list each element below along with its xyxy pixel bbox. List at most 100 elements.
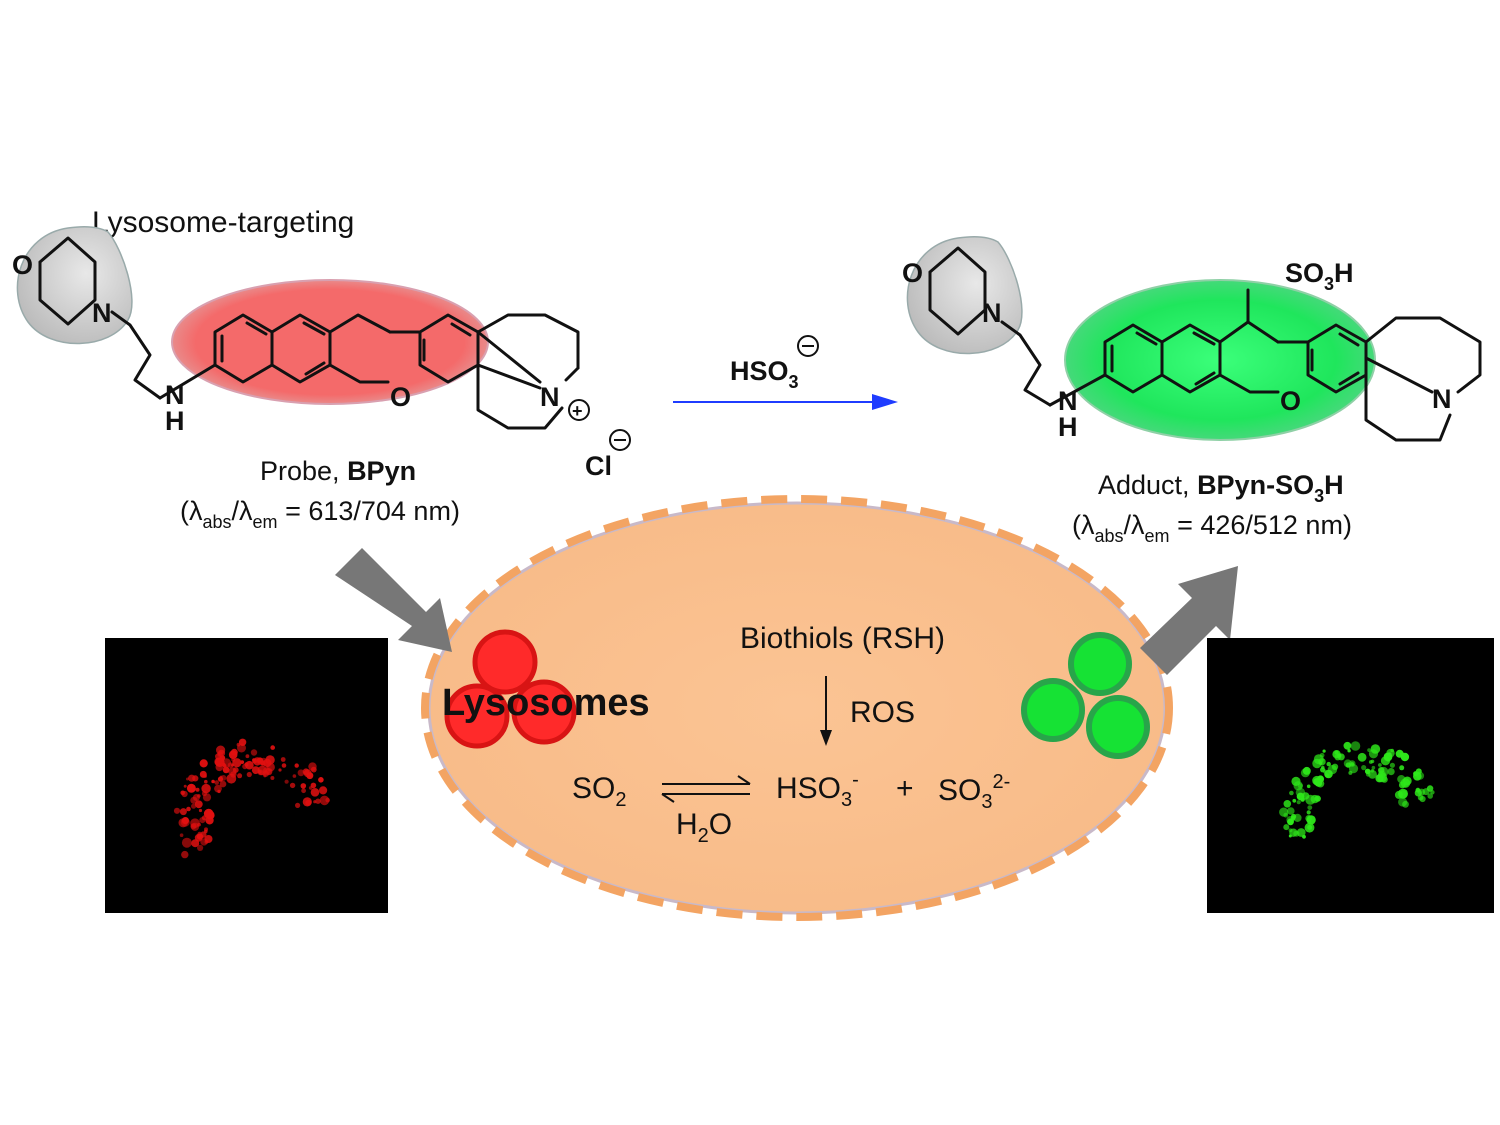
fluorescence-speck bbox=[1302, 766, 1311, 775]
cell-body bbox=[429, 503, 1165, 913]
fluorescence-speck bbox=[204, 840, 209, 844]
fluorescence-speck bbox=[310, 782, 317, 789]
green-lysosomes bbox=[1021, 632, 1150, 759]
fluorescence-speck bbox=[1313, 754, 1324, 765]
svg-text:Probe, BPyn: Probe, BPyn bbox=[260, 456, 416, 486]
bisulfite-label: HSO3- bbox=[776, 769, 859, 811]
fluorescence-speck bbox=[1320, 767, 1326, 773]
fluorescence-speck bbox=[1387, 768, 1395, 776]
fluorescence-speck bbox=[1316, 779, 1325, 788]
equilibrium-arrows-icon bbox=[661, 775, 751, 803]
fluorescence-speck bbox=[1364, 768, 1371, 775]
fluorescence-speck bbox=[1322, 749, 1326, 753]
fluorescence-speck bbox=[310, 766, 317, 773]
fluorescence-speck bbox=[1293, 813, 1302, 823]
probe-ring-system bbox=[213, 313, 580, 430]
fluorescence-speck bbox=[236, 742, 241, 747]
fluorescence-speck bbox=[266, 762, 275, 772]
ros-label: ROS bbox=[850, 696, 915, 729]
fluorescence-speck bbox=[1296, 800, 1301, 805]
fluorescence-speck bbox=[227, 762, 234, 768]
fluorescence-speck bbox=[217, 751, 224, 758]
fluorescence-speck bbox=[222, 762, 226, 767]
adduct-atom-o-ring: O bbox=[1280, 386, 1301, 416]
fluorescence-speck bbox=[1347, 749, 1351, 753]
adduct-wavelengths: (λabs/λem = 426/512 nm) bbox=[1072, 510, 1352, 546]
arrow-into-cell-icon bbox=[335, 548, 452, 652]
fluorescence-speck bbox=[295, 802, 301, 809]
h2o-label: H2O bbox=[676, 808, 732, 847]
fluorescence-speck bbox=[1283, 800, 1292, 808]
probe-atom-n-ring: N bbox=[540, 382, 560, 412]
biothiols-label: Biothiols (RSH) bbox=[740, 622, 945, 655]
fluorescence-speck bbox=[1426, 785, 1434, 792]
fluorescence-speck bbox=[183, 784, 187, 788]
fluorescence-speck bbox=[1305, 815, 1313, 822]
fluorescence-speck bbox=[1357, 752, 1367, 762]
fluorescence-speck bbox=[214, 757, 223, 766]
fluorescence-speck bbox=[192, 775, 199, 782]
fluorescence-speck bbox=[205, 816, 214, 825]
fluorescence-speck bbox=[190, 822, 200, 832]
green-fluorescence-image bbox=[1207, 638, 1494, 913]
fluorescence-speck bbox=[1288, 834, 1292, 838]
cell: Lysosomes Biothiols (RSH) ROS SO2 H2O HS… bbox=[335, 495, 1238, 921]
fluorescence-speck bbox=[1292, 798, 1297, 803]
fluorescence-speck bbox=[1306, 784, 1311, 789]
arrow-out-of-cell-icon bbox=[1140, 566, 1238, 675]
fluorescence-speck bbox=[180, 790, 185, 796]
fluorescence-speck bbox=[245, 760, 254, 770]
fluorescence-speck bbox=[219, 780, 227, 788]
probe-wavelengths: (λabs/λem = 613/704 nm) bbox=[180, 496, 460, 532]
fluorescence-speck bbox=[217, 776, 224, 782]
fluorescence-speck bbox=[1371, 765, 1376, 770]
fluorescence-speck bbox=[1413, 772, 1422, 781]
fluorescence-speck bbox=[204, 829, 208, 834]
probe-atom-o-ring: O bbox=[390, 382, 411, 412]
fluorescence-speck bbox=[186, 783, 196, 793]
fluorescence-speck bbox=[1367, 748, 1371, 752]
fluorescence-speck bbox=[181, 837, 192, 848]
fluorescence-speck bbox=[204, 779, 208, 784]
fluorescence-speck bbox=[325, 797, 331, 803]
fluorescence-speck bbox=[214, 780, 219, 785]
adduct-atom-h-amine: H bbox=[1058, 412, 1078, 442]
fluorescence-speck bbox=[246, 771, 252, 778]
fluorescence-speck bbox=[191, 803, 197, 809]
adduct-name: Adduct, BPyn-SO3H bbox=[1098, 470, 1344, 506]
fluorescence-speck bbox=[294, 763, 299, 768]
fluorescence-speck bbox=[186, 777, 189, 781]
fluorescence-speck bbox=[1368, 749, 1379, 759]
fluorescence-speck bbox=[303, 769, 312, 778]
fluorescence-speck bbox=[1378, 767, 1385, 774]
reagent-charge-icon bbox=[797, 335, 819, 357]
fluorescence-speck bbox=[315, 798, 321, 804]
fluorescence-speck bbox=[1293, 781, 1303, 791]
fluorescence-speck bbox=[1332, 750, 1341, 759]
fluorescence-speck bbox=[179, 833, 184, 837]
fluorescence-speck bbox=[300, 783, 307, 789]
fluorescence-speck bbox=[200, 831, 207, 838]
fluorescence-speck bbox=[1348, 764, 1359, 774]
probe-structure: Lysosome-targeting bbox=[12, 206, 631, 532]
fluorescence-speck bbox=[1403, 782, 1409, 787]
fluorescence-speck bbox=[1300, 797, 1305, 802]
probe-charge-plus: + bbox=[572, 401, 583, 421]
fluorescence-speck bbox=[1307, 824, 1313, 830]
fluorescence-speck bbox=[179, 808, 187, 816]
fluorescence-speck bbox=[252, 758, 256, 762]
fluorescence-speck bbox=[1307, 805, 1313, 810]
fluorescence-speck bbox=[1343, 741, 1352, 750]
adduct-atom-o-morpholine: O bbox=[902, 258, 923, 288]
lysosome-targeting-label: Lysosome-targeting bbox=[92, 206, 354, 239]
fluorescence-speck bbox=[278, 768, 282, 772]
fluorescence-speck bbox=[1389, 762, 1395, 768]
arrow-head-icon bbox=[872, 394, 898, 410]
lysosomes-label: Lysosomes bbox=[442, 682, 650, 724]
fluorescence-speck bbox=[1397, 775, 1406, 784]
probe-counterion: Cl bbox=[585, 451, 612, 481]
fluorescence-speck bbox=[270, 745, 276, 750]
fluorescence-speck bbox=[1370, 769, 1375, 773]
fluorescence-speck bbox=[1331, 763, 1339, 770]
fluorescence-speck bbox=[199, 770, 207, 778]
